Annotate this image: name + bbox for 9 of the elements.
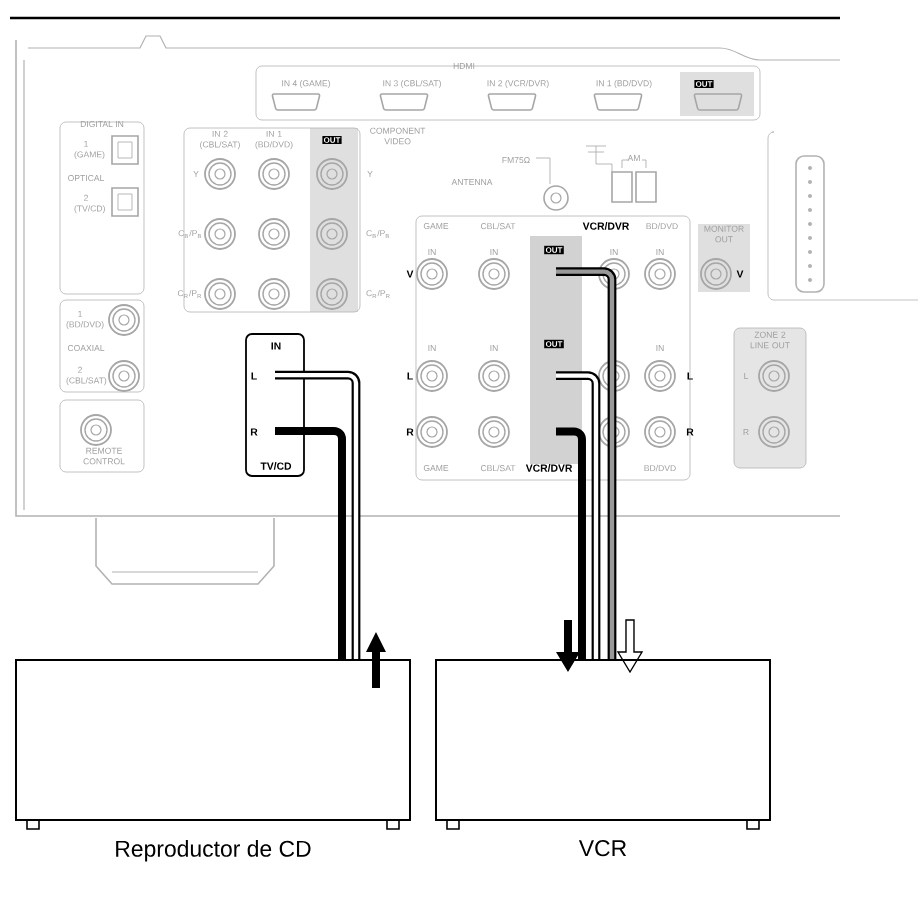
cable [556, 267, 617, 659]
node-label: Reproductor de CD [116, 840, 311, 862]
cable [556, 427, 586, 659]
cable [275, 370, 361, 659]
cable [556, 371, 601, 659]
device-box: Reproductor de CD [15, 659, 411, 862]
cable [275, 427, 346, 659]
device-box: VCR [435, 659, 771, 857]
node-label: VCR [578, 840, 627, 857]
